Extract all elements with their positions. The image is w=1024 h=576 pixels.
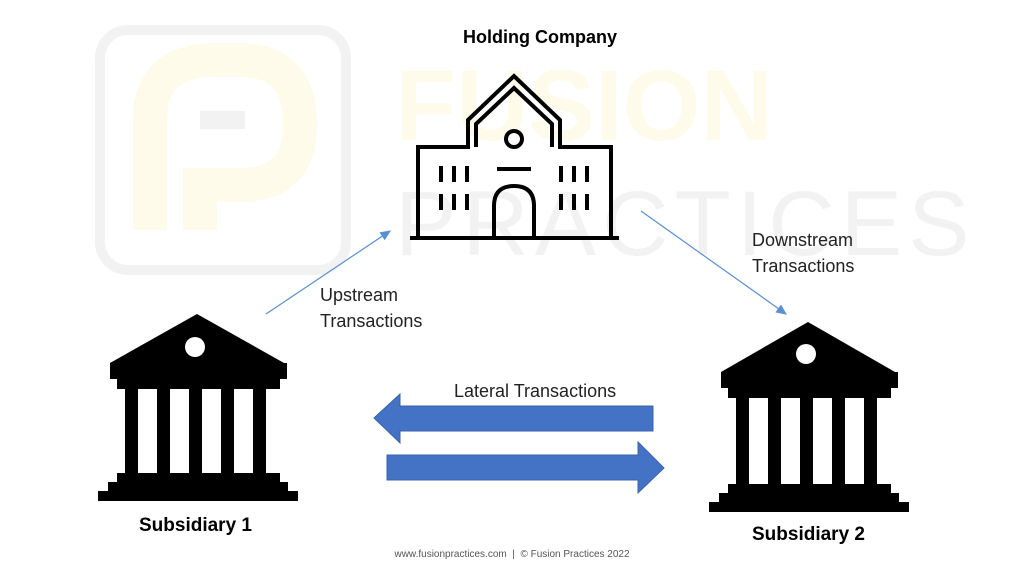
lateral-label: Lateral Transactions [454, 381, 617, 401]
watermark-word-2: PRACTICES [395, 173, 976, 275]
footer-text: www.fusionpractices.com | © Fusion Pract… [394, 549, 630, 560]
holding-company-label: Holding Company [463, 27, 617, 47]
upstream-label-line-2: Transactions [320, 311, 423, 331]
upstream-arrow [265, 230, 391, 315]
upstream-label-line-1: Upstream [320, 285, 399, 305]
upstream-label: Upstream Transactions [320, 282, 422, 334]
watermark-word-1: FUSION [395, 50, 773, 162]
lateral-arrow-left [373, 392, 654, 445]
downstream-label-line-2: Transactions [752, 256, 855, 276]
downstream-label: Downstream Transactions [752, 227, 854, 279]
subsidiary-1-label: Subsidiary 1 [139, 515, 252, 536]
subsidiary-2-label: Subsidiary 2 [752, 524, 865, 545]
lateral-arrow-right [386, 440, 665, 495]
downstream-arrow [640, 210, 787, 315]
watermark-logo [95, 25, 351, 275]
downstream-label-line-1: Downstream [752, 230, 854, 250]
